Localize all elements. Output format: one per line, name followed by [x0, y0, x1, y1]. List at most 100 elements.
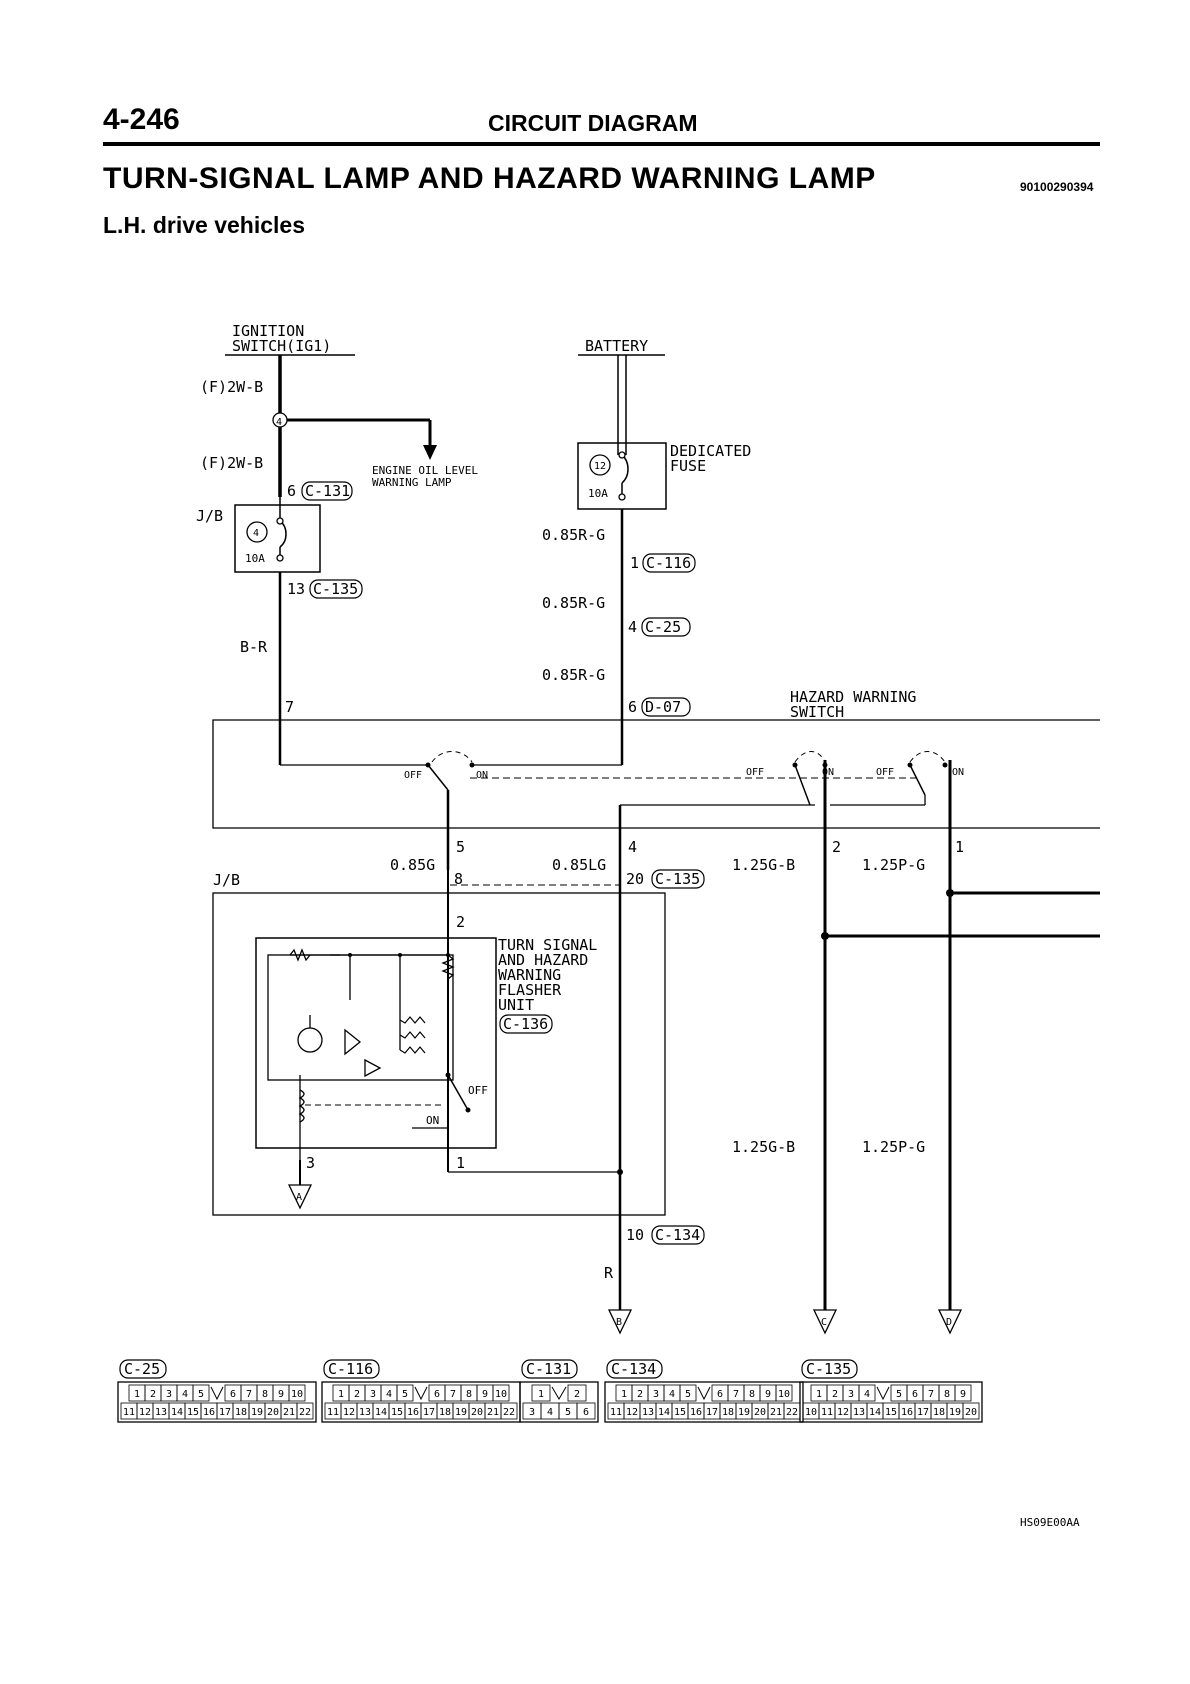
- connector-pin-number: 6: [230, 1389, 236, 1400]
- connector-pin-number: 8: [262, 1389, 268, 1400]
- connector-pin-number: 5: [685, 1389, 691, 1400]
- splice-g-b: [821, 932, 829, 940]
- connector-pin-number: 4: [547, 1407, 553, 1418]
- splice-p-g: [946, 889, 954, 897]
- arrow-engine-oil: [423, 445, 437, 460]
- connector-pin-number: 17: [423, 1407, 435, 1418]
- pin-1b: 1: [456, 1154, 465, 1172]
- connector-c134-label: C-134: [655, 1226, 700, 1244]
- flasher-label-2: AND HAZARD: [498, 951, 588, 969]
- pin-8: 8: [454, 870, 463, 888]
- connector-pin-number: 1: [538, 1389, 544, 1400]
- engine-oil-label-1: ENGINE OIL LEVEL: [372, 464, 478, 477]
- connector-pin-number: 14: [171, 1407, 183, 1418]
- switch-off-3: OFF: [876, 767, 894, 778]
- ground-b-label: B: [616, 1317, 622, 1328]
- connector-pin-number: 7: [450, 1389, 456, 1400]
- pin-6-d07: 6: [628, 698, 637, 716]
- wire-label-125gb-1: 1.25G-B: [732, 856, 795, 874]
- page-number: 4-246: [103, 103, 180, 136]
- connector-pin-number: 9: [960, 1389, 966, 1400]
- connector-pin-cell: [531, 1384, 551, 1402]
- connector-pin-cell: [858, 1384, 876, 1402]
- connector-pin-number: 8: [466, 1389, 472, 1400]
- jb-fuse-box-4: [234, 504, 321, 573]
- connector-pin-number: 14: [658, 1407, 670, 1418]
- relay-coil: [298, 1089, 305, 1123]
- connector-pin-number: 12: [837, 1407, 849, 1418]
- pin-6: 6: [287, 482, 296, 500]
- connector-pin-number: 12: [626, 1407, 638, 1418]
- flasher-label-4: FLASHER: [498, 981, 562, 999]
- switch-off-2: OFF: [746, 767, 764, 778]
- connector-pin-cell: [396, 1384, 414, 1402]
- connector-face-label: C-25: [124, 1360, 160, 1378]
- connector-pin-number: 19: [455, 1407, 467, 1418]
- connector-pin-number: 10: [495, 1389, 507, 1400]
- connector-pin-number: 11: [327, 1407, 339, 1418]
- connector-pin-number: 15: [187, 1407, 199, 1418]
- connector-pin-number: 11: [610, 1407, 622, 1418]
- connector-pin-number: 5: [402, 1389, 408, 1400]
- connector-pin-number: 14: [375, 1407, 387, 1418]
- jb-label-bottom: J/B: [213, 871, 240, 889]
- fuse-4-amp: 10A: [245, 552, 265, 565]
- connector-pin-number: 15: [885, 1407, 897, 1418]
- splice-number: 4: [276, 417, 282, 428]
- connector-c136-label: C-136: [503, 1015, 548, 1033]
- pin-2b: 2: [832, 838, 841, 856]
- connector-pin-number: 7: [928, 1389, 934, 1400]
- connector-pin-number: 22: [786, 1407, 798, 1418]
- ignition-label-2: SWITCH(IG1): [232, 337, 331, 355]
- wire-label-125gb-2: 1.25G-B: [732, 1138, 795, 1156]
- pin-13: 13: [287, 580, 305, 598]
- connector-pin-number: 3: [529, 1407, 535, 1418]
- connector-pin-number: 9: [278, 1389, 284, 1400]
- connector-pin-number: 5: [198, 1389, 204, 1400]
- connector-pin-number: 4: [386, 1389, 392, 1400]
- battery-label: BATTERY: [585, 337, 648, 355]
- fuse-12-number: 12: [594, 461, 606, 472]
- connector-key: [697, 1386, 711, 1401]
- ignition-label-1: IGNITION: [232, 322, 304, 340]
- fuse-number-4: [246, 521, 268, 543]
- jb-lower-box: [212, 892, 666, 1216]
- document-id: 90100290394: [1020, 180, 1094, 194]
- connector-pin-cell: [962, 1402, 980, 1420]
- flasher-label-1: TURN SIGNAL: [498, 936, 597, 954]
- connector-pin-number: 16: [901, 1407, 913, 1418]
- connector-pin-number: 2: [354, 1389, 360, 1400]
- connector-key: [551, 1386, 567, 1400]
- switch-on-2: ON: [822, 767, 834, 778]
- pin-2a: 2: [456, 913, 465, 931]
- flasher-label-5: UNIT: [498, 996, 534, 1014]
- pin-3: 3: [306, 1154, 315, 1172]
- connector-pin-number: 6: [717, 1389, 723, 1400]
- connector-pin-cell: [288, 1384, 306, 1402]
- switch-on-3: ON: [952, 767, 964, 778]
- ground-a-label: A: [296, 1192, 302, 1203]
- connector-pin-number: 16: [690, 1407, 702, 1418]
- header-rule: [103, 142, 1100, 146]
- pin-4-c25: 4: [628, 618, 637, 636]
- connector-pin-number: 18: [933, 1407, 945, 1418]
- wire-label-085rg-2: 0.85R-G: [542, 594, 605, 612]
- connector-c131-label: C-131: [305, 482, 350, 500]
- connector-pin-number: 22: [503, 1407, 515, 1418]
- connector-pin-number: 9: [482, 1389, 488, 1400]
- splice-point-4: [272, 412, 288, 428]
- pin-7: 7: [285, 698, 294, 716]
- wire-label-085lg: 0.85LG: [552, 856, 606, 874]
- flasher-label-3: WARNING: [498, 966, 561, 984]
- connector-pin-number: 3: [848, 1389, 854, 1400]
- hazard-switch-box: [212, 719, 1100, 829]
- connector-pin-number: 10: [778, 1389, 790, 1400]
- connector-pin-number: 20: [754, 1407, 766, 1418]
- connector-pin-cell: [567, 1384, 587, 1402]
- pin-1-c116: 1: [630, 554, 639, 572]
- connector-pin-cell: [492, 1384, 510, 1402]
- engine-oil-label-2: WARNING LAMP: [372, 476, 452, 489]
